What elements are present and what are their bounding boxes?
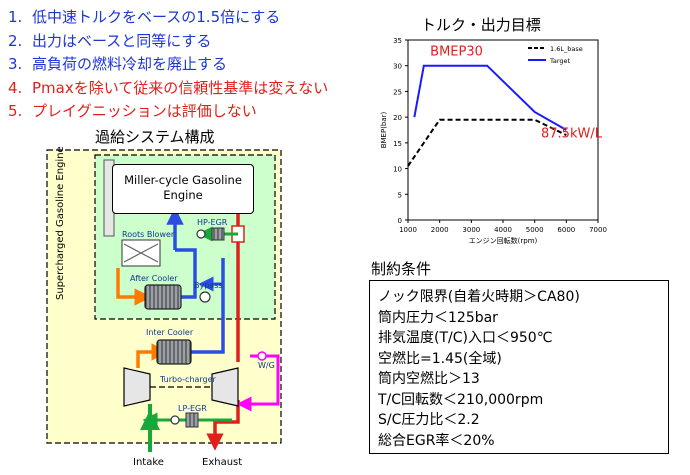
y-tick-label: 10: [393, 166, 402, 174]
constraints-box: ノック限界(自着火時期＞CA80) 筒内圧力＜125bar 排気温度(T/C)入…: [369, 280, 669, 454]
y-tick-label: 0: [398, 217, 402, 225]
roots-blower-label: Roots Blower: [122, 230, 175, 239]
x-tick-label: 6000: [557, 226, 575, 234]
x-tick-label: 4000: [494, 226, 512, 234]
constraint-item: 排気温度(T/C)入口＜950℃: [378, 330, 553, 346]
exhaust-label: Exhaust: [202, 457, 243, 468]
x-axis-label: エンジン回転数(rpm): [469, 236, 538, 245]
chart-annotation: 87.5kW/L: [541, 127, 603, 142]
diagram-title: 過給システム構成: [95, 128, 215, 146]
constraint-item: 筒内圧力＜125bar: [378, 309, 498, 326]
series-line-2: [413, 64, 567, 131]
constraint-item: S/C圧力比＜2.2: [378, 412, 480, 428]
turbo-compressor: [123, 367, 151, 407]
x-tick-label: 3000: [462, 226, 480, 234]
legend-label: Target: [549, 57, 571, 65]
constraint-item: ノック限界(自着火時期＞CA80): [378, 289, 580, 305]
engine-box: Miller-cycle Gasoline Engine: [112, 164, 254, 214]
constraint-item: 総合EGR率＜20%: [378, 432, 495, 449]
intercooler-out-path: [190, 300, 225, 354]
goal-item-3: 3.高負荷の燃料冷却を廃止する: [8, 55, 228, 73]
after-cooler-label: After Cooler: [130, 274, 178, 283]
series-line-1: [407, 118, 567, 167]
inter-cooler-label: Inter Cooler: [146, 328, 194, 337]
goal-item-1: 1.低中速トルクをベースの1.5倍にする: [8, 8, 281, 26]
lp-egr-label: LP-EGR: [178, 404, 207, 413]
inter-cooler: [156, 339, 192, 365]
constraint-item: 筒内空燃比＞13: [378, 371, 480, 387]
bypass-label: Bypass: [194, 281, 223, 290]
y-tick-label: 15: [393, 140, 402, 148]
constraint-item: T/C回転数＜210,000rpm: [378, 391, 544, 408]
goal-item-4: 4.Pmaxを除いて従来の信頼性基準は変えない: [8, 79, 329, 97]
chart-annotation: BMEP30: [430, 44, 483, 59]
intake-label: Intake: [133, 457, 164, 468]
torque-chart: 0 5 10 15 20 25 30 35 1000 2000 3000 4000 5000 6000 70…: [380, 37, 607, 245]
constraints-title: 制約条件: [371, 260, 432, 278]
x-tick-label: 2000: [431, 226, 449, 234]
supercharged-engine-label: Supercharged Gasoline Engine: [55, 146, 66, 300]
chart-title: トルク・出力目標: [421, 16, 541, 34]
compressor-out-path: [136, 343, 169, 368]
x-tick-label: 7000: [589, 226, 607, 234]
y-tick-label: 5: [398, 191, 402, 199]
after-cooler: [144, 284, 182, 310]
x-tick-label: 1000: [399, 226, 417, 234]
turbocharger-label: Turbo-charger: [160, 375, 216, 384]
y-tick-label: 30: [393, 63, 402, 71]
constraint-item: 空燃比=1.45(全域): [378, 350, 502, 367]
legend-label: 1.6L_base: [550, 45, 583, 53]
y-tick-label: 25: [393, 88, 402, 96]
goal-item-5: 5.プレイグニッションは評価しない: [8, 102, 257, 120]
y-tick-label: 35: [393, 37, 402, 45]
x-tick-label: 5000: [526, 226, 544, 234]
blower-out-path: [116, 268, 152, 306]
y-axis-label: BMEP(bar): [380, 111, 388, 148]
y-tick-label: 20: [393, 114, 402, 122]
hp-egr-label: HP-EGR: [197, 218, 228, 227]
turbo-turbine: [211, 367, 239, 407]
goal-item-2: 2.出力はベースと同等にする: [8, 32, 212, 50]
wastegate-label: W/G: [258, 361, 275, 370]
